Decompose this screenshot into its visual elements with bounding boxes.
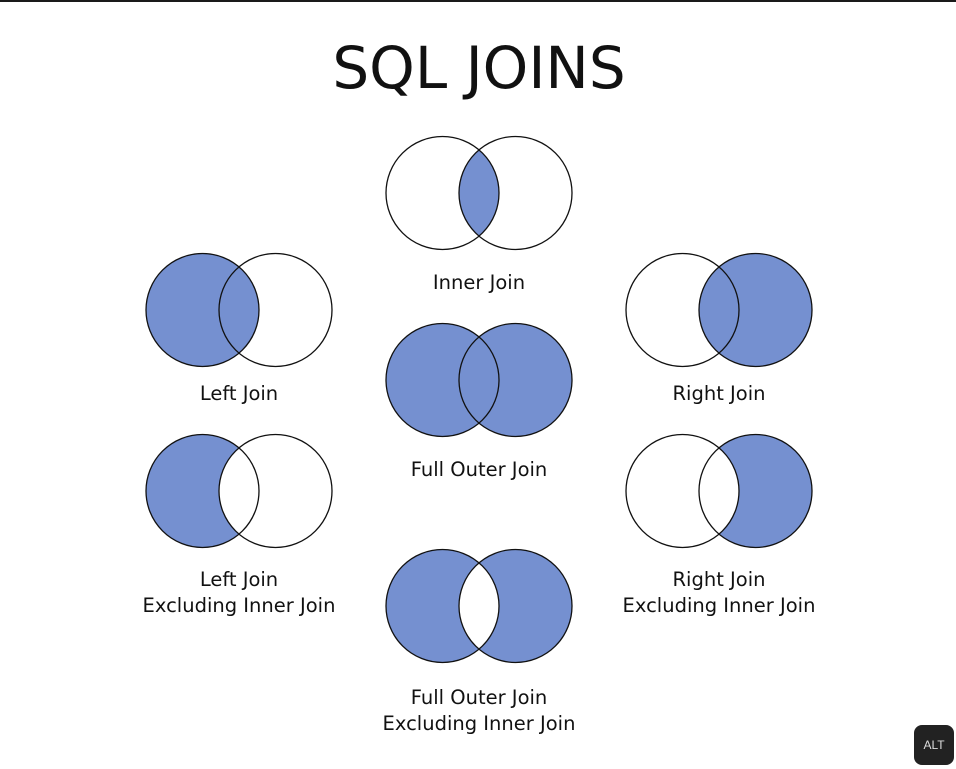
- left-set-outline: [385, 135, 500, 251]
- right-set-outline: [458, 322, 573, 438]
- right-join-excluding-label: Right Join: [672, 568, 765, 591]
- alt-text-button[interactable]: ALT: [914, 725, 954, 765]
- left-set-outline: [625, 433, 740, 549]
- right-join-excluding-label: Excluding Inner Join: [623, 594, 816, 617]
- right-set-outline: [458, 548, 573, 664]
- right-set-outline: [218, 252, 333, 368]
- right-join-excluding-venn: [625, 433, 813, 549]
- right-set-outline: [458, 135, 573, 251]
- right-set-outline: [218, 433, 333, 549]
- right-set-fill: [699, 253, 812, 367]
- right-join-venn: [625, 252, 813, 368]
- left-join-excluding-label: Left Join: [200, 568, 278, 591]
- top-border: [0, 0, 956, 2]
- full-outer-join-excluding-label: Full Outer Join: [411, 686, 548, 709]
- left-set-outline: [145, 433, 260, 549]
- right-set-outline: [698, 252, 813, 368]
- full-outer-join-excluding-venn: [385, 548, 573, 664]
- right-set-outline: [698, 433, 813, 549]
- inner-join-venn: [385, 135, 573, 251]
- right-join-label: Right Join: [672, 382, 765, 405]
- inner-join-label: Inner Join: [433, 271, 525, 294]
- left-set-outline: [385, 548, 500, 664]
- intersection-excluded: [699, 434, 739, 548]
- left-set-fill: [146, 253, 259, 367]
- full-outer-join-venn: [385, 322, 573, 438]
- page-title: SQL JOINS: [332, 34, 625, 102]
- left-join-label: Left Join: [200, 382, 278, 405]
- right-set-fill: [459, 323, 572, 437]
- left-join-excluding-venn: [145, 433, 333, 549]
- intersection-excluded: [219, 434, 259, 548]
- full-outer-join-label: Full Outer Join: [411, 458, 548, 481]
- left-set-outline: [145, 252, 260, 368]
- left-set-outline: [625, 252, 740, 368]
- left-join-venn: [145, 252, 333, 368]
- left-set-outline: [385, 322, 500, 438]
- intersection-fill: [459, 136, 499, 250]
- intersection-excluded: [459, 549, 499, 663]
- full-outer-join-excluding-label: Excluding Inner Join: [383, 712, 576, 735]
- left-join-excluding-label: Excluding Inner Join: [143, 594, 336, 617]
